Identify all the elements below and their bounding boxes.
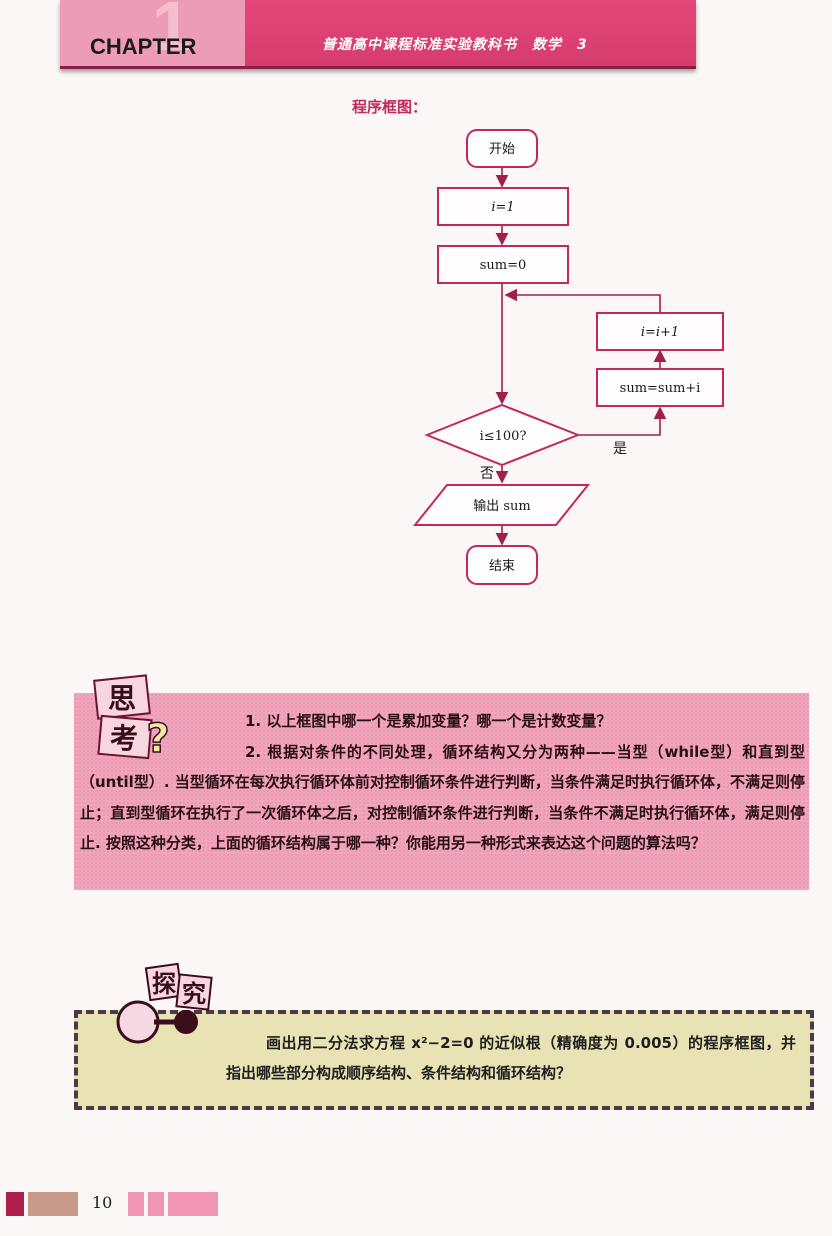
start-label: 开始 bbox=[489, 142, 515, 157]
footer-bar-5 bbox=[168, 1192, 218, 1216]
flowchart: 开始 i=1 sum=0 i=i+1 sum=sum+i i≤100? 输出 s… bbox=[412, 129, 724, 585]
output-parallelogram bbox=[412, 484, 591, 526]
footer-bar-3 bbox=[128, 1192, 144, 1216]
update-sum-box bbox=[596, 368, 724, 407]
init-sum-label: sum=0 bbox=[480, 258, 527, 273]
start-terminal bbox=[466, 129, 538, 168]
explore-text: 画出用二分法求方程 x²−2=0 的近似根（精确度为 0.005）的程序框图，并… bbox=[226, 1034, 796, 1082]
think-text: 1. 以上框图中哪一个是累加变量？哪一个是计数变量？ 2. 根据对条件的不同处理… bbox=[80, 706, 805, 859]
chapter-number: 1 bbox=[152, 0, 191, 65]
explore-badge-char1: 探 bbox=[152, 970, 176, 998]
init-i-box bbox=[437, 187, 569, 226]
think-question-2: 2. 根据对条件的不同处理，循环结构又分为两种——当型（while型）和直到型（… bbox=[80, 742, 805, 853]
series-title: 普通高中课程标准实验教科书 数学 3 bbox=[322, 37, 588, 53]
think-question-1: 1. 以上框图中哪一个是累加变量？哪一个是计数变量？ bbox=[245, 712, 612, 730]
init-sum-box bbox=[437, 245, 569, 284]
update-i-box bbox=[596, 312, 724, 351]
chapter-label: CHAPTER bbox=[90, 34, 197, 59]
chapter-tab: 1 CHAPTER bbox=[60, 0, 245, 66]
end-terminal bbox=[466, 545, 538, 585]
update-i-label: i=i+1 bbox=[641, 325, 679, 340]
explore-section bbox=[74, 1010, 814, 1110]
page-number: 10 bbox=[92, 1193, 113, 1212]
explore-badge-icon: 探 究 bbox=[116, 962, 213, 1044]
yes-label: 是 bbox=[613, 441, 627, 457]
init-i-label: i=1 bbox=[491, 200, 514, 215]
end-label: 结束 bbox=[489, 559, 515, 574]
think-section bbox=[74, 693, 809, 890]
footer-bar-1 bbox=[6, 1192, 24, 1216]
no-label: 否 bbox=[480, 466, 494, 482]
explore-badge-char2: 究 bbox=[182, 980, 206, 1008]
output-label: 输出 sum bbox=[473, 498, 531, 514]
svg-text:?: ? bbox=[146, 716, 169, 762]
footer-bar-2 bbox=[28, 1192, 78, 1216]
chapter-header: 1 CHAPTER 普通高中课程标准实验教科书 数学 3 bbox=[60, 0, 696, 69]
think-badge-icon: 思 考 ? bbox=[93, 674, 170, 763]
condition-diamond bbox=[424, 403, 581, 467]
condition-label: i≤100? bbox=[480, 429, 527, 444]
update-sum-label: sum=sum+i bbox=[620, 381, 701, 396]
footer-bar-4 bbox=[148, 1192, 164, 1216]
flowchart-heading: 程序框图： bbox=[352, 98, 428, 116]
think-badge-char1: 思 bbox=[108, 682, 136, 715]
think-badge-char2: 考 bbox=[110, 722, 138, 755]
